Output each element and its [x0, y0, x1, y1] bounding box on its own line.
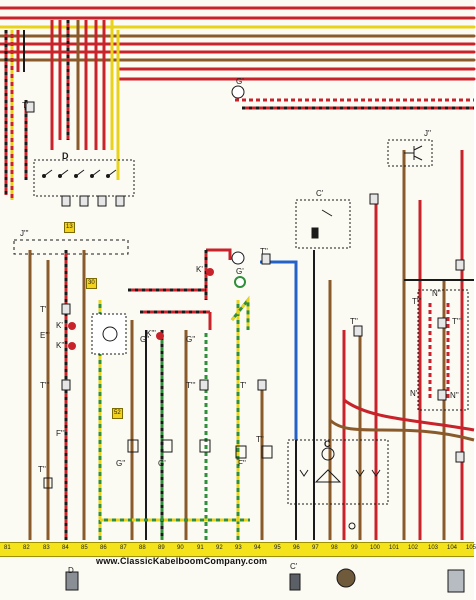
bottom-components [43, 439, 356, 530]
circuit-number: 102 [408, 545, 419, 551]
circuit-number: 84 [62, 545, 69, 551]
label-t-center-lower: T'' [256, 435, 264, 444]
label-t-center-right: T''' [186, 381, 196, 390]
label-k-2: K' [56, 321, 63, 330]
circuit-number: 95 [274, 545, 281, 551]
relay-c-upper [295, 199, 351, 249]
circuit-number: 101 [389, 545, 400, 551]
left-wire-cluster [4, 20, 120, 200]
gauge-g-top [231, 85, 474, 110]
label-k-1: K' [196, 265, 203, 274]
circuit-number: 93 [235, 545, 242, 551]
label-f-bottom: F'' [238, 459, 246, 468]
circuit-number: 85 [81, 545, 88, 551]
label-t-mid: T'' [260, 247, 268, 256]
label-d: D [62, 151, 69, 161]
label-t-left-2: T''' [40, 381, 50, 390]
reference-tag-52: 52 [112, 408, 123, 419]
website-url: www.ClassicKabelboomCompany.com [96, 556, 268, 566]
label-g-center: G' [236, 267, 244, 276]
label-g-lower-1: G'' [140, 335, 150, 344]
circuit-number: 94 [254, 545, 261, 551]
bottom-label-c: C' [290, 562, 298, 571]
circuit-number-strip [0, 542, 474, 557]
label-j-left: J''' [20, 229, 29, 238]
main-vertical-wires [28, 150, 464, 540]
label-k-lower-b: K'' [56, 341, 65, 350]
label-c-lower: C [324, 439, 331, 449]
circuit-number: 89 [158, 545, 165, 551]
center-relay-area [100, 248, 298, 522]
label-k-lower-a: K''' [146, 329, 156, 338]
reference-tag-13: 13 [64, 222, 75, 233]
label-g-bottom-2: G' [158, 459, 166, 468]
label-e-left: E''' [40, 331, 50, 340]
label-t-right-3: T''' [412, 297, 422, 306]
j-box-left [13, 239, 129, 255]
label-g-lower-2: G'' [186, 335, 196, 344]
label-t-left-1: T' [40, 305, 47, 314]
circuit-number: 104 [447, 545, 458, 551]
label-t-right-4: T''' [452, 317, 462, 326]
circuit-number: 105 [466, 545, 476, 551]
circuit-number: 103 [428, 545, 439, 551]
circuit-number: 96 [293, 545, 300, 551]
circuit-number: 99 [351, 545, 358, 551]
label-f-left: F''' [56, 429, 66, 438]
label-t-far-left: T'' [38, 465, 46, 474]
relay-j-right [387, 139, 433, 167]
relay-box-center [68, 268, 214, 355]
label-g-bottom-1: G'' [116, 459, 126, 468]
right-n-cluster [328, 279, 475, 442]
label-t-right-2: T'' [350, 317, 358, 326]
circuit-number: 91 [197, 545, 204, 551]
circuit-number: 87 [120, 545, 127, 551]
label-t-right-1: T' [240, 381, 247, 390]
circuit-number: 100 [370, 545, 381, 551]
circuit-number: 97 [312, 545, 319, 551]
alternator-c [287, 439, 389, 505]
label-t-top: T' [22, 101, 29, 110]
circuit-number: 86 [100, 545, 107, 551]
circuit-number: 82 [23, 545, 30, 551]
circuit-number: 92 [216, 545, 223, 551]
label-n-3: N'' [450, 391, 459, 400]
label-g-top: G' [236, 77, 244, 86]
circuit-number: 98 [331, 545, 338, 551]
top-wire-bundle [0, 6, 476, 81]
circuit-number: 90 [177, 545, 184, 551]
connector-blocks [25, 101, 465, 463]
label-n-2: N' [410, 389, 418, 398]
label-c-upper: C' [316, 189, 324, 198]
bottom-label-d: D [68, 566, 74, 575]
label-j-right: J'' [424, 129, 432, 138]
circuit-number: 81 [4, 545, 11, 551]
reference-tag-30: 30 [86, 278, 97, 289]
circuit-number: 88 [139, 545, 146, 551]
bottom-icons [65, 568, 465, 593]
circuit-number: 83 [43, 545, 50, 551]
label-n-1: N'' [432, 289, 441, 298]
